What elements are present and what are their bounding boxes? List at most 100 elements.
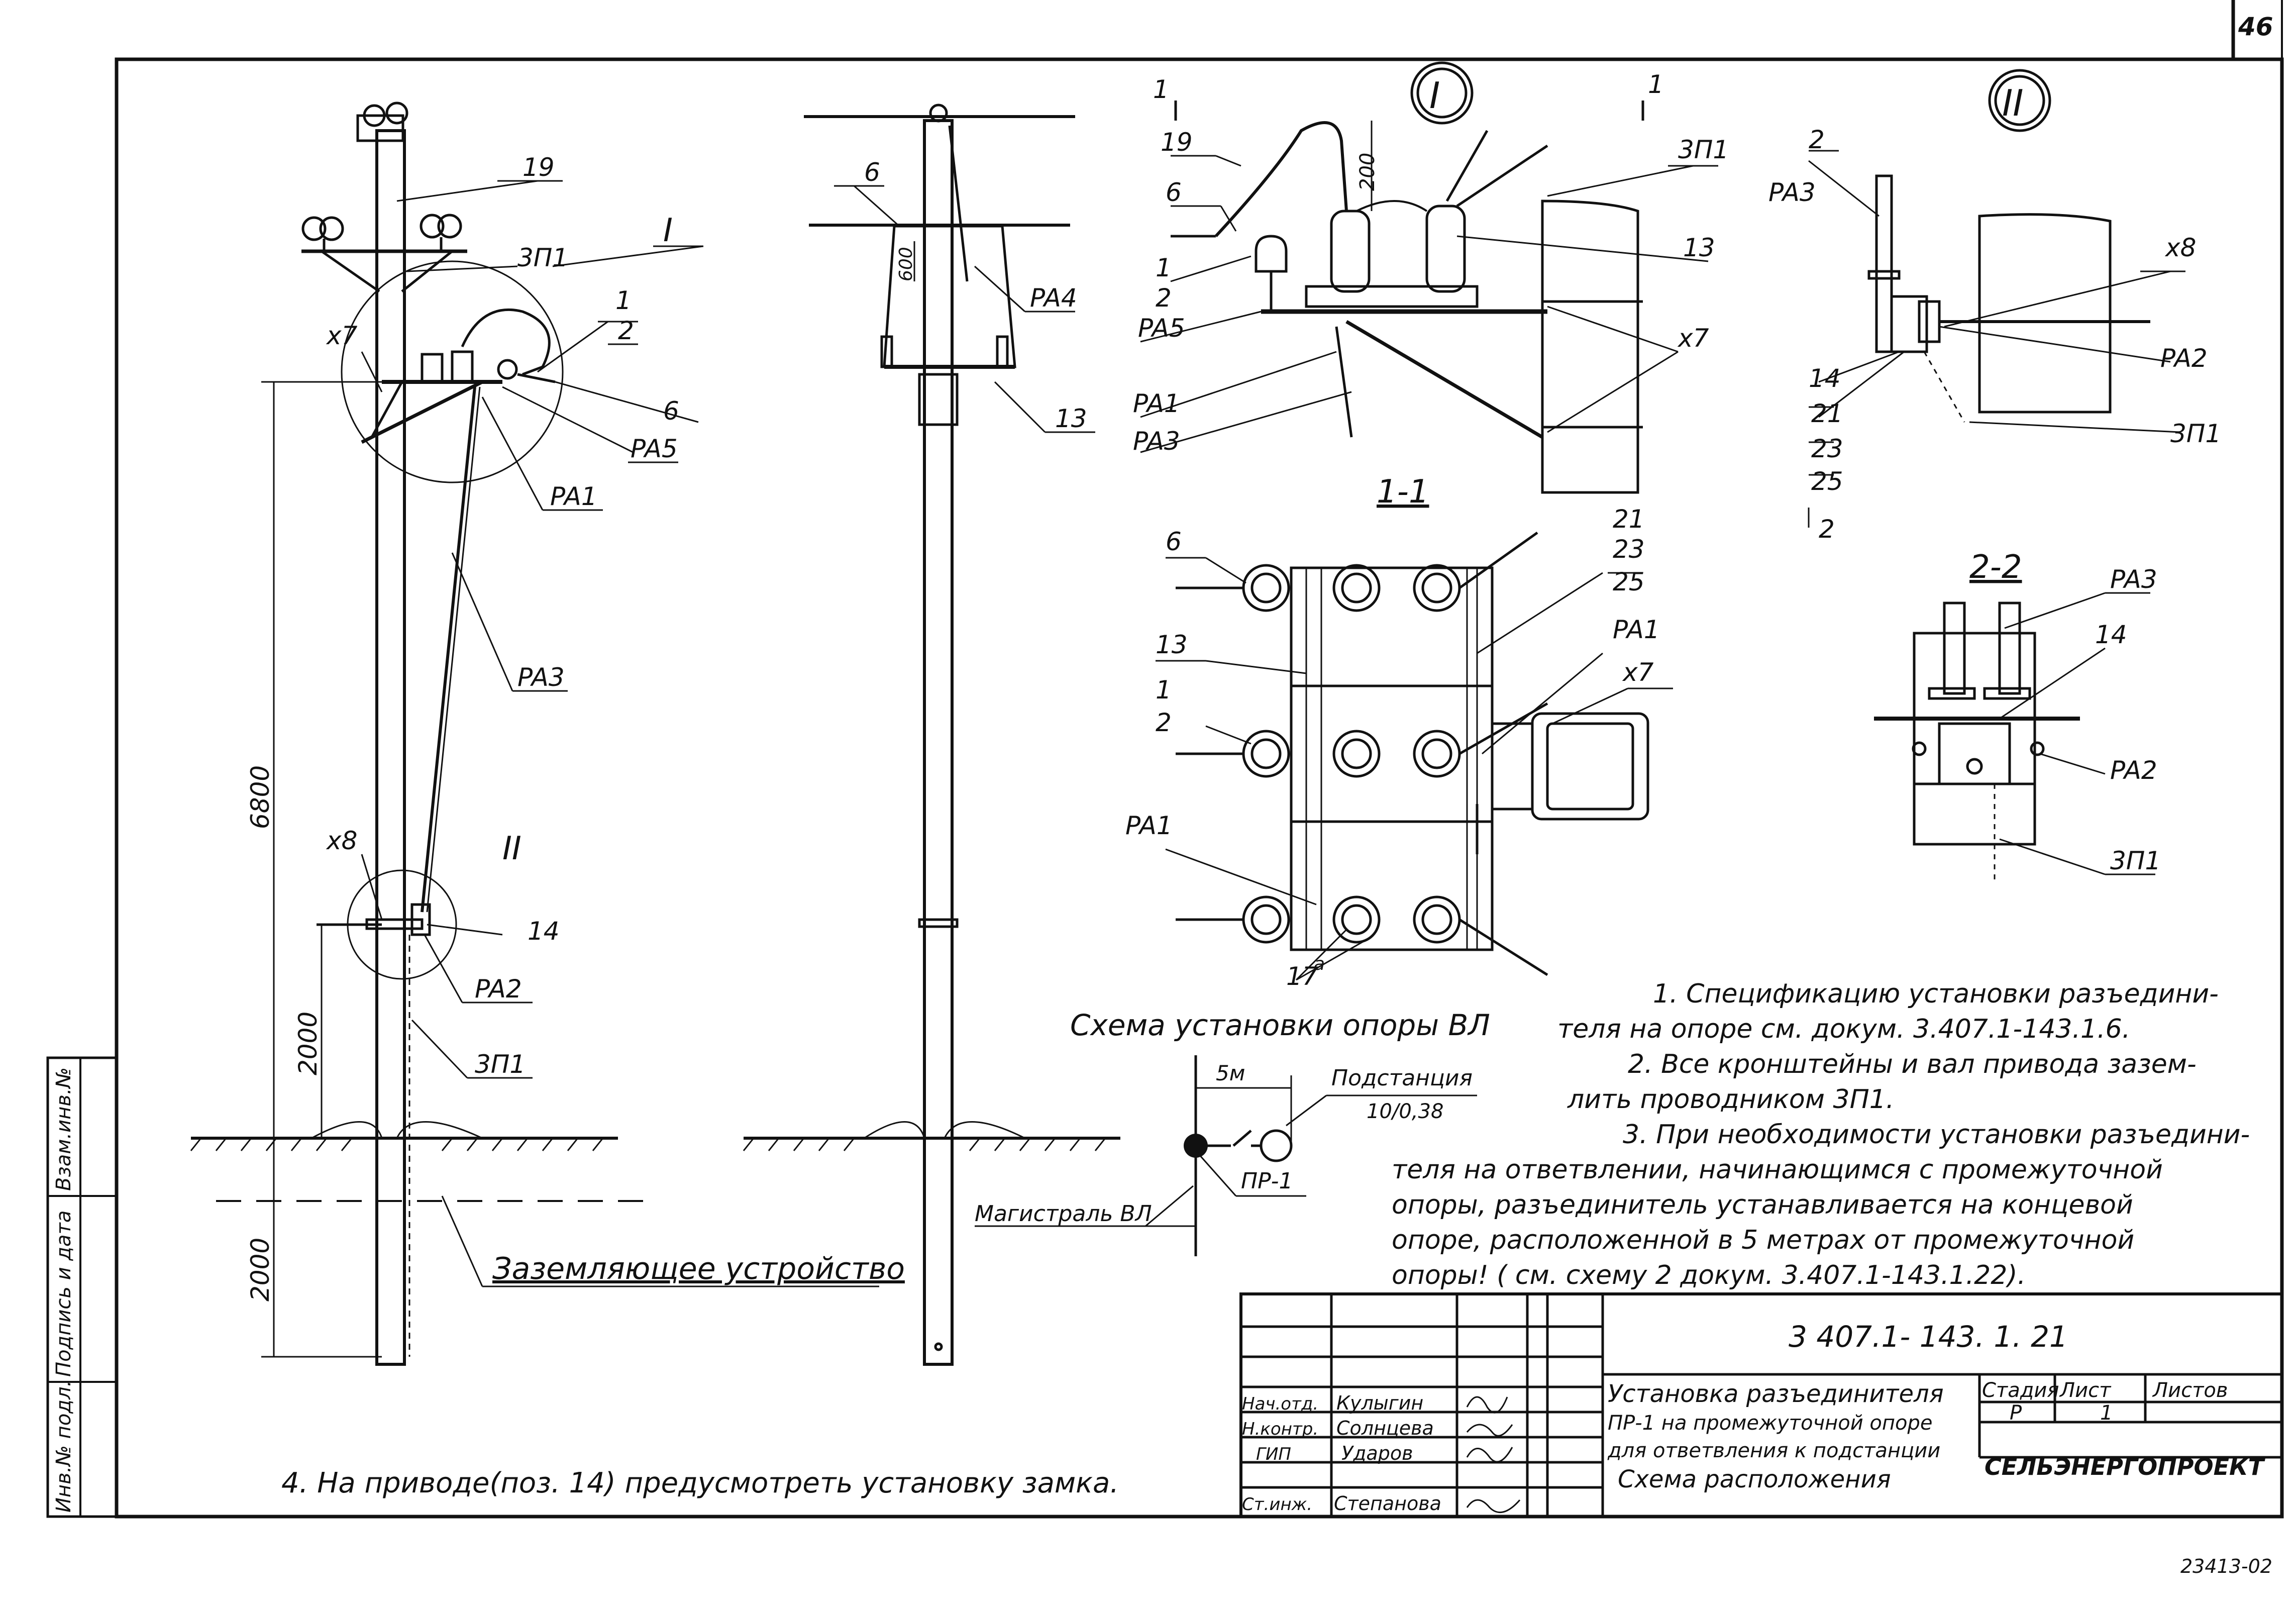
scheme-main-line: Магистраль ВЛ — [975, 1201, 1152, 1227]
section-1-1-drawing — [1156, 531, 1673, 981]
detII-14: 14 — [1809, 364, 1841, 393]
signer-name-4: Степанова — [1334, 1492, 1441, 1515]
signature-3 — [1466, 1447, 1513, 1463]
label-pa3: PA3 — [517, 663, 565, 692]
s22-14: 14 — [2095, 620, 2127, 649]
signer-name-1: Кулыгин — [1336, 1392, 1423, 1414]
note-line-6: теля на ответвлении, начинающимся с пром… — [1392, 1155, 2163, 1185]
section-1-1-labels: 1-1 6 21 23 25 13 PA1 x7 1 2 PA1 17 a — [1125, 473, 1660, 991]
scheme-distance: 5м — [1216, 1061, 1245, 1085]
s11-23: 23 — [1613, 535, 1645, 564]
label-x8: x8 — [326, 826, 357, 855]
note-line-9: опоры! ( см. схему 2 докум. 3.407.1-143.… — [1392, 1260, 2026, 1290]
company-name: СЕЛЬЭНЕРГОПРОЕКТ — [1985, 1453, 2266, 1480]
note-line-3: 2. Все кронштейны и вал привода зазем- — [1628, 1049, 2197, 1079]
detI-3p1: 3П1 — [1678, 135, 1729, 164]
col-stage: Стадия — [1982, 1379, 2059, 1402]
section-2-2-drawing — [1874, 592, 2155, 884]
s22-3p1: 3П1 — [2110, 846, 2161, 875]
detI-2: 2 — [1156, 283, 1172, 313]
dim-2000-upper: 2000 — [293, 1012, 323, 1075]
title-line-1: Установка разъединителя — [1608, 1380, 1944, 1408]
note-line-5: 3. При необходимости установки разъедини… — [1623, 1120, 2250, 1150]
detII-3p1: 3П1 — [2170, 419, 2221, 448]
label-6: 6 — [663, 396, 679, 426]
archive-number: 23413-02 — [2180, 1555, 2272, 1577]
note-line-2: теля на опоре см. докум. 3.407.1-143.1.6… — [1557, 1014, 2130, 1044]
mid-label-6: 6 — [864, 158, 880, 187]
side-stamp: Инв.№ подл. Подпись и дата Взам.инв.№ — [46, 1056, 118, 1518]
detI-200: 200 — [1356, 153, 1379, 191]
note-line-8: опоре, расположенной в 5 метрах от проме… — [1392, 1225, 2134, 1255]
detI-pa1: PA1 — [1133, 389, 1180, 418]
label-3p1: 3П1 — [517, 243, 568, 272]
note-4: 4. На приводе(поз. 14) предусмотреть уст… — [281, 1467, 1119, 1499]
title-block — [1239, 1292, 2283, 1518]
detI-6: 6 — [1166, 178, 1182, 207]
grounding-label: Заземляющее устройство — [492, 1251, 905, 1286]
s11-6: 6 — [1166, 527, 1182, 556]
s11-21: 21 — [1613, 505, 1645, 534]
label-detail-II: II — [502, 830, 521, 867]
col-sheets: Листов — [2152, 1379, 2228, 1402]
col-sheet: Лист — [2059, 1379, 2112, 1402]
s11-1: 1 — [1156, 675, 1172, 705]
section-mark-1-left: 1 — [1153, 75, 1169, 104]
scheme-title: Схема установки опоры ВЛ — [1070, 1008, 1490, 1042]
label-3p1-lower: 3П1 — [475, 1050, 526, 1079]
detI-19: 19 — [1161, 128, 1193, 157]
left-pole-view — [190, 102, 879, 1366]
sheet-value: 1 — [2100, 1401, 2113, 1425]
signer-name-3: Ударов — [1341, 1442, 1413, 1464]
detail-II-labels: II 2 2 PA3 x8 14 21 23 25 PA2 3П1 — [1768, 82, 2221, 544]
title-line-4: Схема расположения — [1618, 1465, 1891, 1493]
label-19: 19 — [523, 153, 555, 182]
s22-pa3: PA3 — [2110, 565, 2157, 594]
label-14: 14 — [528, 917, 560, 946]
page-number: 46 — [2238, 12, 2273, 41]
side-stamp-inv: Инв.№ подл. — [52, 1380, 75, 1513]
label-pa1: PA1 — [550, 482, 597, 511]
s11-13: 13 — [1156, 630, 1188, 659]
section-mark-2-bottom: 2 — [1819, 515, 1835, 544]
scheme-switch: ПР-1 — [1241, 1168, 1293, 1194]
detail-II-drawing — [1808, 69, 2185, 528]
signer-role-3: ГИП — [1256, 1444, 1291, 1464]
detII-pa2: PA2 — [2160, 344, 2208, 373]
dim-2000-lower: 2000 — [246, 1238, 275, 1301]
drawing-frame — [115, 0, 2284, 1519]
detII-23: 23 — [1811, 434, 1843, 463]
title-line-2: ПР-1 на промежуточной опоре — [1608, 1412, 1933, 1435]
signer-name-2: Солнцева — [1336, 1417, 1434, 1439]
side-stamp-replace: Взам.инв.№ — [52, 1067, 75, 1191]
mid-label-600: 600 — [896, 247, 916, 281]
detI-13: 13 — [1683, 233, 1715, 262]
title-line-3: для ответвления к подстанции — [1607, 1439, 1940, 1462]
label-detail-I: I — [663, 212, 673, 249]
section-2-2-title: 2-2 — [1969, 549, 2022, 586]
doc-code: 3 407.1- 143. 1. 21 — [1789, 1320, 2068, 1354]
signer-role-1: Нач.отд. — [1242, 1394, 1318, 1414]
section-mark-2-top: 2 — [1809, 125, 1825, 154]
middle-pole-view — [743, 104, 1120, 1366]
detI-x7: x7 — [1677, 324, 1709, 353]
section-2-2-labels: 2-2 PA3 14 PA2 3П1 — [1969, 549, 2161, 875]
section-mark-1-right: 1 — [1648, 70, 1664, 99]
notes: 1. Спецификацию установки разъедини- тел… — [1392, 979, 2250, 1290]
detail-I-labels: I 1 1 19 6 1 2 PA5 PA1 PA3 200 3П1 13 x7 — [1133, 70, 1729, 456]
note-line-1: 1. Спецификацию установки разъедини- — [1653, 979, 2219, 1009]
scheme-substation: Подстанция — [1331, 1065, 1473, 1091]
s11-pa1: PA1 — [1613, 615, 1660, 644]
dim-6800: 6800 — [246, 765, 275, 829]
left-view-labels: 19 3П1 I 1 2 x7 6 PA5 PA1 PA3 x8 II 14 P… — [246, 153, 905, 1301]
signer-role-4: Ст.инж. — [1242, 1494, 1312, 1515]
note-line-7: опоры, разъединитель устанавливается на … — [1392, 1190, 2133, 1220]
detII-pa3: PA3 — [1768, 178, 1816, 207]
signature-1 — [1466, 1396, 1508, 1414]
s11-17: 17 — [1286, 962, 1318, 991]
note-line-4: лить проводником 3П1. — [1567, 1084, 1894, 1115]
s11-25: 25 — [1613, 567, 1645, 596]
detII-21: 21 — [1811, 399, 1843, 428]
s11-x7: x7 — [1622, 658, 1654, 687]
